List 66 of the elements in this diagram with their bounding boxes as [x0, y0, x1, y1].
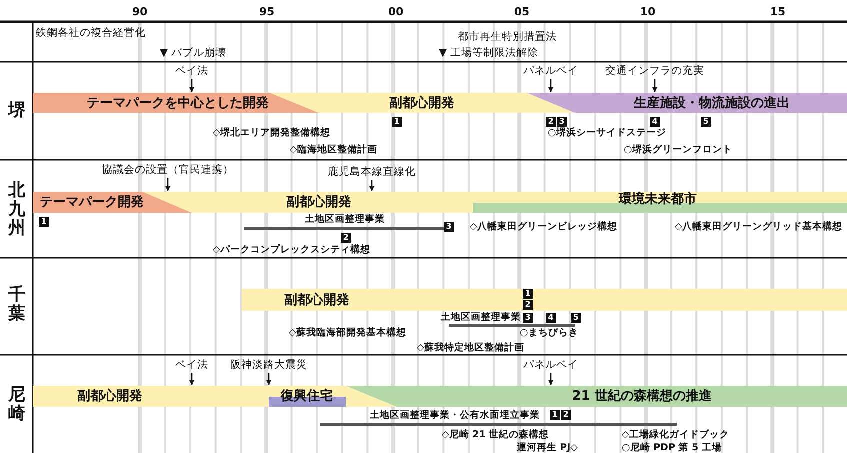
callout-number: 1: [550, 410, 560, 420]
year-label: 00: [388, 6, 404, 18]
note-text: ○堺浜グリーンフロント: [624, 144, 732, 156]
note-text: ◇臨海地区整備計画: [290, 144, 378, 156]
year-label: 15: [770, 6, 786, 18]
note-text: ◇パークコンプレックスシティ構想: [213, 244, 370, 256]
note-text: 運河再生 PJ◇: [516, 442, 578, 453]
callout-number: 1: [392, 117, 402, 127]
note-text: ◇蘇我臨海部開発基本構想: [289, 326, 406, 340]
callout-number: 3: [523, 313, 533, 323]
phase-band: 生産施設・物流施設の進出: [527, 93, 847, 113]
phase-band: 副都心開発: [270, 93, 575, 113]
phase-band: テーマパークを中心とした開発: [33, 93, 319, 113]
arrow: [548, 373, 554, 386]
event-text: 交通インフラの充実: [606, 64, 704, 78]
event-text: 都市再生特別措置法: [458, 30, 557, 44]
row-heading: 堺: [8, 102, 26, 120]
event-text: 阪神淡路大震災: [230, 358, 308, 372]
year-label: 10: [640, 6, 656, 18]
event-text: 鹿児島本線直線化: [328, 165, 416, 179]
arrow: [652, 79, 658, 92]
callout-number: 5: [571, 313, 581, 323]
arrow: [190, 373, 194, 386]
arrow: [190, 79, 194, 92]
note-text: ◇八幡東田グリーンビレッジ構想: [470, 220, 618, 234]
callout-number: 2: [546, 117, 556, 127]
note-text: ○堺浜シーサイドステージ: [548, 126, 666, 140]
arrow: [370, 180, 374, 192]
note-text: ◇堺北エリア開発整備構想: [213, 126, 330, 140]
event-text: ベイ法: [176, 358, 208, 372]
event-text: ベイ法: [176, 64, 208, 78]
event-text: パネルベイ: [524, 64, 578, 78]
callout-number: 5: [701, 117, 711, 127]
callout-number: 1: [39, 217, 49, 227]
callout-number: 4: [650, 117, 660, 127]
arrow: [548, 79, 554, 92]
callout-number: 4: [546, 313, 556, 323]
phase-band: 21 世紀の森構想の推進: [346, 386, 847, 407]
callout-number: 1: [523, 289, 533, 299]
note-text: ◇蘇我特定地区整備計画: [417, 342, 524, 354]
timeline-bar: 土地区画整理事業: [244, 213, 444, 230]
phase-band: 副都心開発: [33, 386, 269, 407]
phase-band: 副都心開発: [143, 192, 473, 213]
event-text: パネルベイ: [524, 358, 578, 372]
note-text: ○まちびらき: [520, 326, 578, 340]
callout-number: 3: [557, 117, 567, 127]
row-heading: 千葉: [8, 286, 26, 324]
event-text: 協議会の設置（官民連携）: [102, 163, 234, 177]
note-text: ◇八幡東田グリーングリッド基本構想: [675, 220, 842, 234]
event-text: ▼ 工場等制限法解除: [439, 46, 538, 60]
note-text: ◇尼崎 21 世紀の森構想: [442, 428, 550, 442]
callout-number: 3: [444, 222, 454, 232]
arrow: [166, 178, 170, 192]
row-heading: 尼崎: [8, 386, 26, 424]
note-text: ◇工場緑化ガイドブック: [622, 428, 730, 442]
callout-number: 2: [561, 410, 571, 420]
row-heading: 北九州: [8, 182, 26, 238]
year-label: 05: [514, 6, 530, 18]
year-label: 95: [259, 6, 275, 18]
year-label: 90: [132, 6, 148, 18]
note-text: ○尼崎 PDP 第 5 工場: [622, 442, 722, 453]
event-text: 鉄鋼各社の複合経営化: [36, 26, 146, 40]
arrow: [266, 373, 272, 386]
callout-number: 2: [523, 300, 533, 310]
callout-number: 2: [341, 233, 351, 243]
event-text: ▼ バブル崩壊: [160, 46, 226, 60]
